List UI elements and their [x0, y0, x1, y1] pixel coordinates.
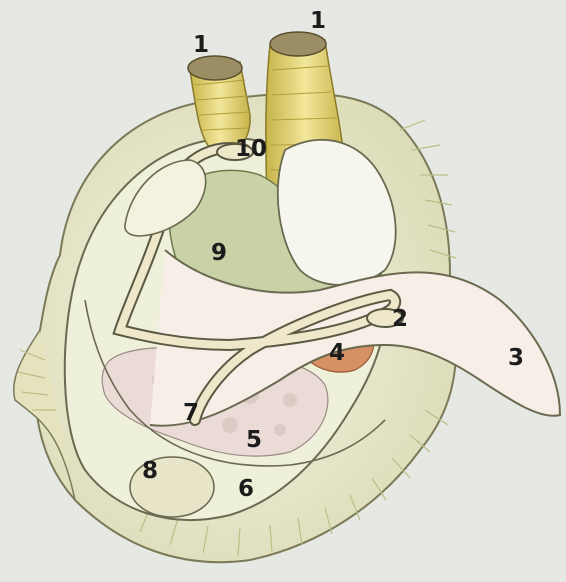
label-7: 7 — [183, 400, 199, 426]
label-siphon-right: 1 — [310, 8, 326, 34]
label-8: 8 — [142, 458, 158, 484]
label-2: 2 — [392, 306, 408, 332]
label-9: 9 — [211, 240, 227, 266]
label-siphon-left: 1 — [193, 32, 209, 58]
label-10: 10 — [235, 136, 267, 162]
label-6: 6 — [238, 476, 254, 502]
label-5: 5 — [246, 427, 262, 453]
label-3: 3 — [508, 345, 524, 371]
label-4: 4 — [329, 340, 345, 366]
